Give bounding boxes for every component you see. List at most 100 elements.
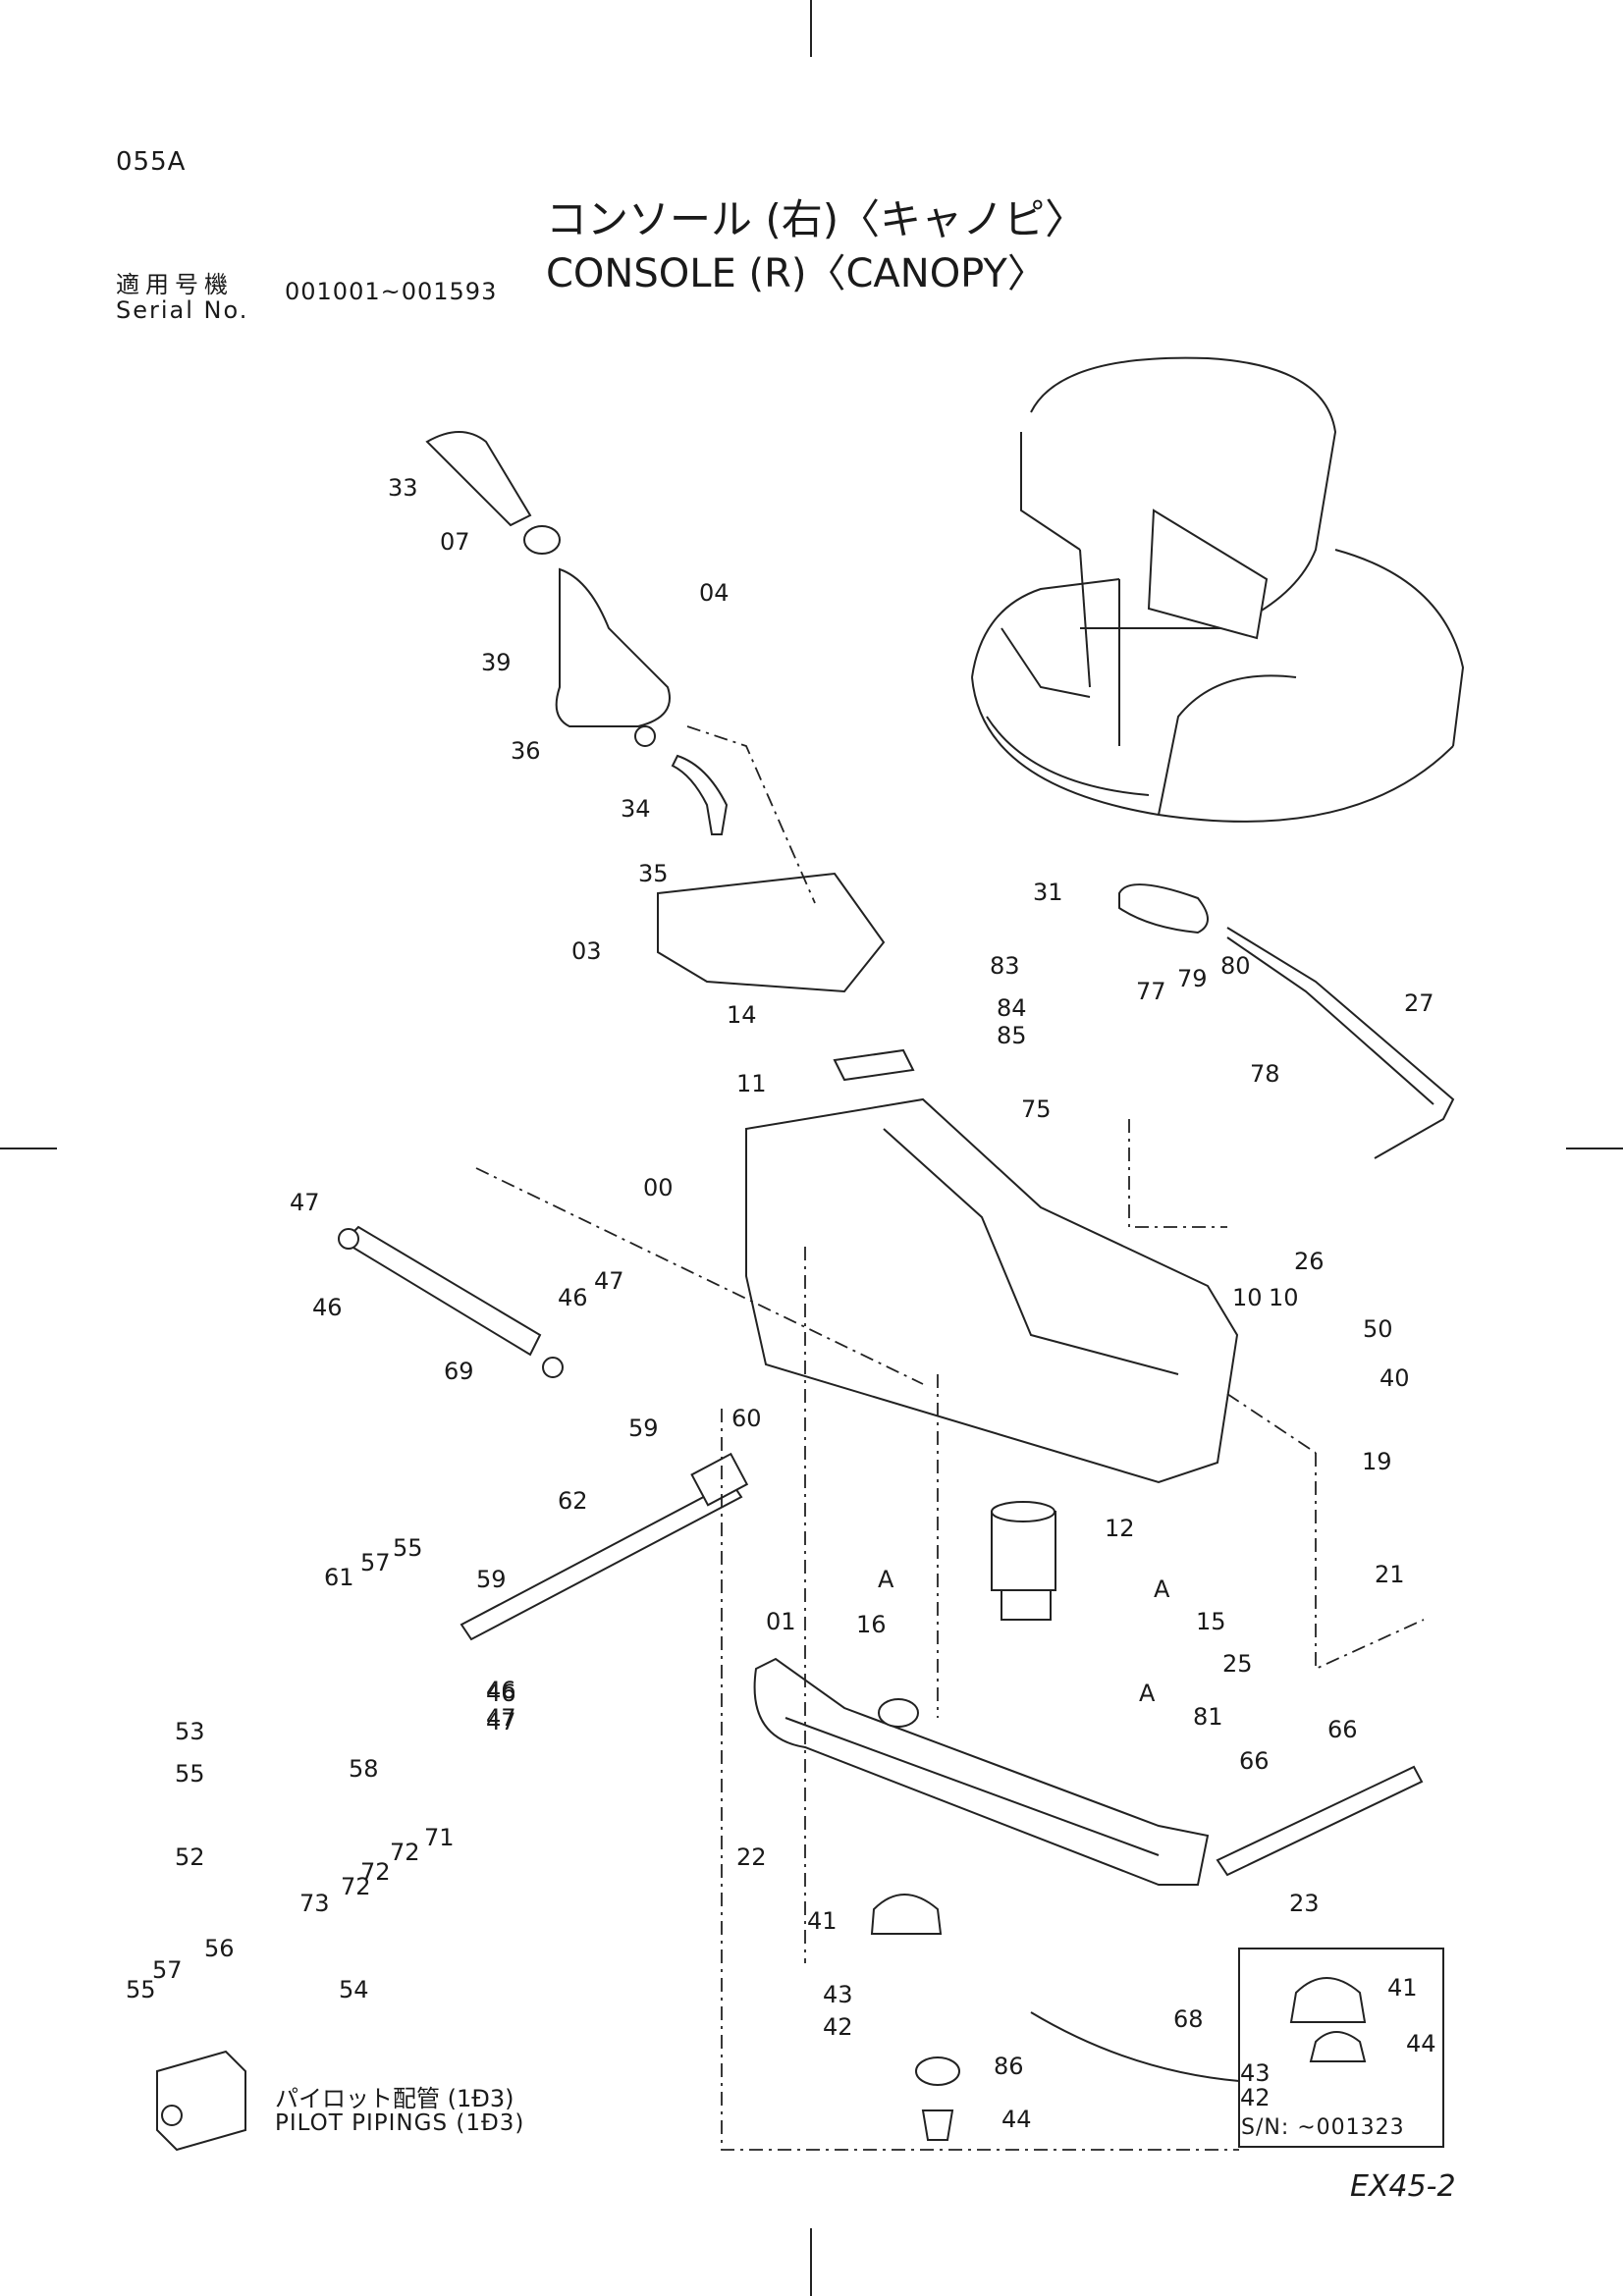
part-callout-73: 73 <box>299 1890 330 1917</box>
serial-label-en: Serial No. <box>116 296 249 324</box>
serial-label-jp: 適用号機 <box>116 271 234 298</box>
part-callout-43: 43 <box>823 1981 853 2008</box>
part-callout-31: 31 <box>1033 879 1063 906</box>
tube-bar <box>1216 1765 1424 1877</box>
pilot-valve-block <box>156 2050 246 2152</box>
rubber-mounts <box>870 1894 960 2141</box>
excavator-canopy-illustration <box>971 356 1465 823</box>
pilot-pipings-note-en: PILOT PIPINGS (1Ð3) <box>275 2110 525 2136</box>
part-callout-46: 46 <box>486 1680 516 1707</box>
part-callout-25: 25 <box>1222 1650 1253 1678</box>
part-callout-59: 59 <box>628 1415 659 1442</box>
part-callout-23: 23 <box>1289 1890 1320 1917</box>
part-callout-60: 60 <box>731 1405 762 1432</box>
part-callout-72: 72 <box>390 1839 420 1866</box>
part-callout-57: 57 <box>360 1549 391 1576</box>
part-callout-34: 34 <box>621 795 651 823</box>
part-callout-55: 55 <box>175 1760 205 1788</box>
part-callout-66: 66 <box>1327 1716 1358 1743</box>
part-callout-50: 50 <box>1363 1315 1393 1343</box>
part-callout-41: 41 <box>1387 1974 1418 2002</box>
pilot-valve <box>991 1501 1056 1621</box>
inset-box <box>1238 1948 1444 2148</box>
part-callout-46: 46 <box>486 1677 516 1704</box>
serial-range: 001001~001593 <box>285 278 498 305</box>
part-callout-47: 47 <box>594 1267 624 1295</box>
part-callout-46: 46 <box>558 1284 588 1311</box>
model-code: EX45-2 <box>1350 2169 1456 2204</box>
part-callout-10: 10 <box>1269 1284 1299 1311</box>
inset-mounts <box>1289 1977 1367 2062</box>
part-callout-26: 26 <box>1294 1248 1325 1275</box>
part-callout-79: 79 <box>1177 965 1208 992</box>
part-callout-58: 58 <box>349 1755 379 1783</box>
part-callout-12: 12 <box>1105 1515 1135 1542</box>
inset-pointer-arc <box>1030 2011 1240 2082</box>
control-lever-assembly <box>425 431 886 993</box>
part-callout-52: 52 <box>175 1843 205 1871</box>
part-callout-72: 72 <box>360 1858 391 1886</box>
part-callout-a: A <box>878 1566 894 1593</box>
part-callout-39: 39 <box>481 649 512 676</box>
part-callout-42: 42 <box>1240 2084 1271 2111</box>
pedal-lever-rod <box>1118 883 1455 1159</box>
part-callout-78: 78 <box>1250 1060 1280 1088</box>
part-callout-86: 86 <box>994 2053 1024 2080</box>
part-callout-a: A <box>1139 1680 1156 1707</box>
part-callout-22: 22 <box>736 1843 767 1871</box>
part-callout-85: 85 <box>997 1022 1027 1049</box>
part-callout-75: 75 <box>1021 1095 1052 1123</box>
part-callout-33: 33 <box>388 474 418 502</box>
linkage-shaft <box>460 1452 749 1641</box>
part-callout-54: 54 <box>339 1976 369 2003</box>
part-callout-41: 41 <box>807 1907 838 1935</box>
part-callout-42: 42 <box>823 2013 853 2041</box>
console-body <box>745 1048 1239 1484</box>
console-lower-frame <box>753 1657 1210 1886</box>
part-callout-16: 16 <box>856 1611 887 1638</box>
part-callout-11: 11 <box>736 1070 767 1097</box>
part-callout-35: 35 <box>638 860 669 887</box>
part-callout-14: 14 <box>727 1001 757 1029</box>
part-callout-00: 00 <box>643 1174 674 1201</box>
part-callout-19: 19 <box>1362 1448 1392 1475</box>
part-callout-21: 21 <box>1375 1561 1405 1588</box>
part-callout-a: A <box>1154 1575 1170 1603</box>
part-callout-04: 04 <box>699 579 730 607</box>
part-callout-71: 71 <box>424 1824 455 1851</box>
part-callout-61: 61 <box>324 1564 354 1591</box>
part-callout-07: 07 <box>440 528 470 556</box>
page-code: 055A <box>116 147 187 177</box>
part-callout-77: 77 <box>1136 978 1166 1005</box>
part-callout-59: 59 <box>476 1566 507 1593</box>
part-callout-44: 44 <box>1001 2106 1032 2133</box>
part-callout-03: 03 <box>571 937 602 965</box>
part-callout-55: 55 <box>393 1534 423 1562</box>
part-callout-69: 69 <box>444 1358 474 1385</box>
part-callout-80: 80 <box>1220 952 1251 980</box>
part-callout-66: 66 <box>1239 1747 1270 1775</box>
part-callout-57: 57 <box>152 1956 183 1984</box>
part-callout-47: 47 <box>486 1708 516 1735</box>
part-callout-72: 72 <box>341 1873 371 1900</box>
page-title-en: CONSOLE (R)〈CANOPY〉 <box>546 251 1047 296</box>
part-callout-62: 62 <box>558 1487 588 1515</box>
part-callout-15: 15 <box>1196 1608 1226 1635</box>
part-callout-10: 10 <box>1232 1284 1263 1311</box>
part-callout-43: 43 <box>1240 2059 1271 2087</box>
part-callout-27: 27 <box>1404 989 1434 1017</box>
page-title-jp: コンソール (右)〈キャノピ〉 <box>546 195 1087 243</box>
part-callout-55: 55 <box>126 1976 156 2003</box>
part-callout-81: 81 <box>1193 1703 1223 1731</box>
part-callout-44: 44 <box>1406 2030 1436 2057</box>
part-callout-83: 83 <box>990 952 1020 980</box>
part-callout-84: 84 <box>997 994 1027 1022</box>
part-callout-36: 36 <box>511 737 541 765</box>
assembly-lines <box>475 725 1425 2151</box>
inset-serial-note: S/N: ~001323 <box>1241 2115 1405 2140</box>
part-callout-53: 53 <box>175 1718 205 1745</box>
part-callout-01: 01 <box>766 1608 796 1635</box>
part-callout-46: 46 <box>312 1294 343 1321</box>
